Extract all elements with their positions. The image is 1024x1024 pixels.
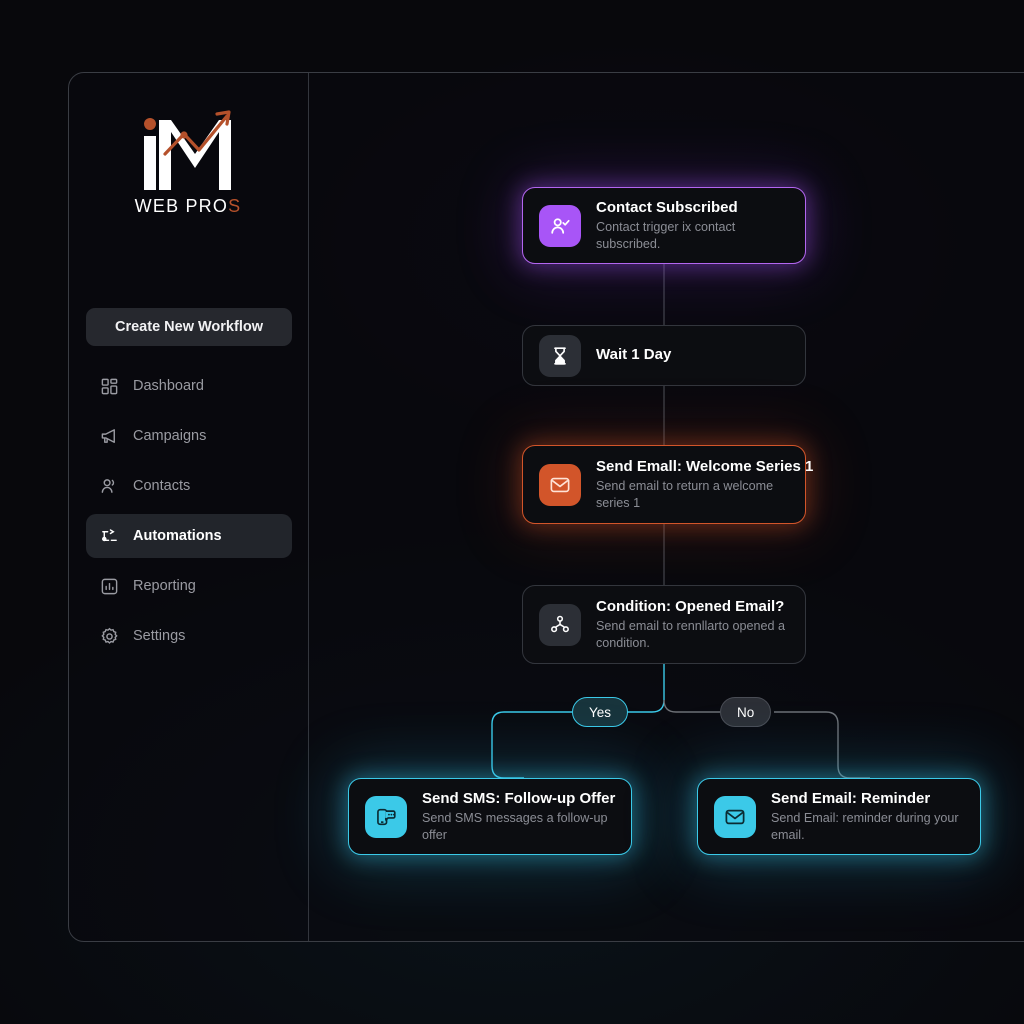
gear-icon bbox=[100, 627, 119, 646]
create-new-workflow-button[interactable]: Create New Workflow bbox=[86, 308, 292, 346]
node-title: Send Emall: Welcome Series 1 bbox=[596, 457, 814, 475]
sidebar-item-label: Automations bbox=[133, 528, 222, 544]
workflow-node-trigger[interactable]: Contact Subscribed Contact trigger ix co… bbox=[522, 187, 806, 264]
hourglass-icon bbox=[539, 334, 581, 377]
envelope-icon bbox=[714, 795, 756, 838]
sidebar-item-dashboard[interactable]: Dashboard bbox=[86, 364, 292, 408]
workflow-node-sms-followup[interactable]: Send SMS: Follow-up Offer Send SMS messa… bbox=[348, 778, 632, 855]
brand-caption: WEB PROS bbox=[135, 196, 242, 217]
node-subtitle: Send email to rennllarto opened a condit… bbox=[596, 619, 786, 650]
brand-caption-main: WEB PRO bbox=[134, 196, 229, 216]
sidebar-divider bbox=[308, 73, 309, 941]
workflow-node-email-reminder[interactable]: Send Email: Reminder Send Email: reminde… bbox=[697, 778, 981, 855]
bar-chart-icon bbox=[100, 577, 119, 596]
workflow-canvas: Contact Subscribed Contact trigger ix co… bbox=[308, 72, 1024, 942]
logo-mark-icon bbox=[129, 106, 247, 192]
node-text: Send SMS: Follow-up Offer Send SMS messa… bbox=[422, 790, 615, 844]
sidebar-item-reporting[interactable]: Reporting bbox=[86, 564, 292, 608]
sidebar: WEB PROS Create New Workflow Dashboard bbox=[68, 72, 308, 942]
user-check-icon bbox=[539, 204, 581, 247]
grid-icon bbox=[100, 377, 119, 396]
sidebar-item-label: Campaigns bbox=[133, 428, 207, 444]
node-text: Send Emall: Welcome Series 1 Send email … bbox=[596, 457, 814, 512]
workflow-node-email-welcome[interactable]: Send Emall: Welcome Series 1 Send email … bbox=[522, 445, 814, 524]
brand-caption-accent: S bbox=[228, 196, 242, 216]
node-subtitle: Send Email: reminder during your email. bbox=[771, 811, 959, 842]
sidebar-nav: Dashboard Campaigns bbox=[86, 364, 292, 664]
node-subtitle: Send SMS messages a follow-up offer bbox=[422, 811, 608, 842]
branch-icon bbox=[539, 603, 581, 646]
brand-logo: WEB PROS bbox=[68, 106, 308, 217]
node-subtitle: Contact trigger ix contact subscribed. bbox=[596, 220, 736, 251]
sidebar-item-label: Contacts bbox=[133, 478, 191, 494]
node-text: Condition: Opened Email? Send email to r… bbox=[596, 598, 789, 652]
sms-icon bbox=[365, 795, 407, 838]
node-title: Send Email: Reminder bbox=[771, 789, 931, 807]
node-title: Send SMS: Follow-up Offer bbox=[422, 789, 616, 807]
node-subtitle: Send email to return a welcome series 1 bbox=[596, 479, 774, 510]
workflow-node-condition[interactable]: Condition: Opened Email? Send email to r… bbox=[522, 585, 806, 664]
node-text: Send Email: Reminder Send Email: reminde… bbox=[771, 790, 964, 844]
branch-chip-no[interactable]: No bbox=[720, 697, 772, 727]
users-icon bbox=[100, 477, 119, 496]
node-title: Contact Subscribed bbox=[596, 198, 738, 216]
sidebar-item-campaigns[interactable]: Campaigns bbox=[86, 414, 292, 458]
automation-icon bbox=[100, 527, 119, 546]
node-title: Condition: Opened Email? bbox=[596, 597, 785, 615]
sidebar-item-settings[interactable]: Settings bbox=[86, 614, 292, 658]
sidebar-item-automations[interactable]: Automations bbox=[86, 514, 292, 558]
envelope-icon bbox=[539, 463, 581, 506]
megaphone-icon bbox=[100, 427, 119, 446]
workflow-node-wait[interactable]: Wait 1 Day bbox=[522, 325, 806, 386]
node-title: Wait 1 Day bbox=[596, 346, 672, 364]
branch-chip-yes[interactable]: Yes bbox=[572, 697, 629, 727]
sidebar-item-contacts[interactable]: Contacts bbox=[86, 464, 292, 508]
node-text: Wait 1 Day bbox=[596, 346, 671, 365]
sidebar-item-label: Dashboard bbox=[133, 378, 204, 394]
sidebar-item-label: Reporting bbox=[133, 578, 196, 594]
node-text: Contact Subscribed Contact trigger ix co… bbox=[596, 199, 789, 253]
sidebar-item-label: Settings bbox=[133, 628, 186, 644]
